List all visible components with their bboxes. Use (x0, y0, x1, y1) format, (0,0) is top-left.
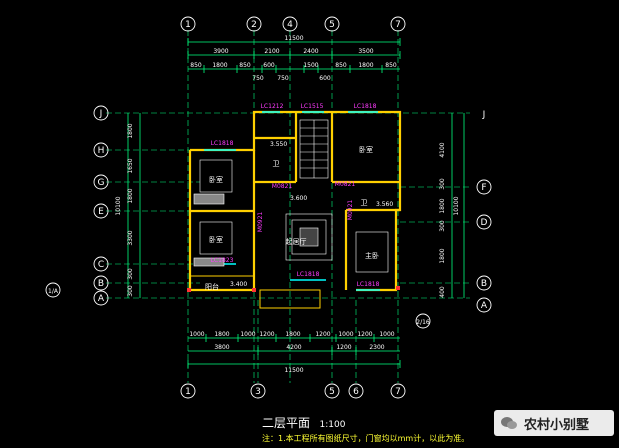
dim-bot-d8: 1200 (357, 331, 372, 338)
elev-4: 3.400 (230, 281, 247, 288)
room-balcony: 阳台 (205, 282, 219, 291)
dim-left-1: 1800 (127, 123, 134, 138)
axis-top-4: 4 (287, 20, 293, 30)
window-label-2: LC1212 (261, 103, 284, 110)
window-label-6: LC1818 (297, 271, 320, 278)
dim-top-mid-1: 3900 (213, 48, 228, 55)
drawing-title-text: 二层平面 (262, 416, 311, 430)
dim-bot-d5: 1800 (285, 331, 300, 338)
dim-top-d7: 1500 (303, 62, 318, 69)
dim-bot-d7: 1000 (338, 331, 353, 338)
axis-top-7: 7 (395, 20, 401, 30)
dim-top-d8: 600 (319, 75, 331, 82)
window-label-3: LC1515 (301, 103, 324, 110)
axis-left-g: G (98, 178, 105, 188)
axis-left-e: E (98, 207, 104, 217)
window-label-5: LC1823 (211, 257, 234, 264)
axis-bottom-6: 6 (353, 387, 359, 397)
room-bedroom-ne: 卧室 (359, 145, 373, 154)
watermark-text: 农村小别墅 (524, 417, 590, 433)
dim-top-total: 11500 (284, 35, 303, 42)
dim-bot-d6: 1200 (315, 331, 330, 338)
drawing-title: 二层平面 1:100 (262, 414, 345, 431)
dim-bot-mid-2: 4200 (286, 344, 301, 351)
axis-left-c: C (98, 260, 104, 270)
axis-half-bottom: 2/16 (416, 319, 430, 326)
dim-left-6: 300 (127, 285, 134, 297)
dim-top-mid-3: 2400 (303, 48, 318, 55)
elev-1: 3.550 (270, 141, 287, 148)
elev-2: 3.600 (290, 195, 307, 202)
axis-right-f: F (481, 183, 486, 193)
axis-bottom-5: 5 (329, 387, 335, 397)
dim-top-d5: 600 (263, 62, 275, 69)
door-label-2: M0921 (257, 212, 264, 233)
axis-right-d: D (481, 218, 488, 228)
window-label-7: LC1818 (357, 281, 380, 288)
drawing-note: 注：1.本工程所有图纸尺寸，门窗均以mm计，以此为准。 (262, 434, 470, 443)
room-master: 主卧 (365, 251, 379, 260)
door-label-4: M0821 (335, 181, 356, 188)
axis-half-left: 1/A (48, 288, 59, 295)
watermark-badge: 农村小别墅 (494, 410, 614, 436)
dim-top-d2: 1800 (212, 62, 227, 69)
dim-top-d10: 1800 (358, 62, 373, 69)
door-label-1: M0821 (272, 183, 293, 190)
room-living: 起居厅 (286, 238, 307, 246)
room-wc1: 卫 (273, 160, 280, 168)
dim-right-total: 10100 (453, 196, 460, 215)
axis-bottom-1: 1 (185, 387, 191, 397)
dim-right-5: 1800 (439, 248, 446, 263)
dim-right-6: 400 (439, 286, 446, 298)
room-bedroom-w: 卧室 (209, 235, 223, 244)
window-label-1: LC1818 (211, 140, 234, 147)
dim-bot-d9: 1000 (379, 331, 394, 338)
elev-3: 3.560 (376, 201, 393, 208)
dim-top-d3: 850 (239, 62, 251, 69)
window-label-4: LC1818 (354, 103, 377, 110)
dim-left-total: 10100 (115, 196, 122, 215)
room-wc2: 卫 (361, 199, 368, 207)
dim-left-3: 1800 (127, 188, 134, 203)
dim-bot-mid-4: 2300 (369, 344, 384, 351)
axis-top-1: 1 (185, 20, 191, 30)
drawing-scale: 1:100 (319, 420, 346, 430)
axis-left-b: B (98, 279, 104, 289)
axis-left-h: H (98, 146, 105, 156)
axis-bottom-3: 3 (255, 387, 261, 397)
dim-left-2: 1650 (127, 158, 134, 173)
dim-top-d4: 750 (252, 75, 264, 82)
axis-right-j: J (482, 110, 486, 120)
dim-left-4: 3300 (127, 230, 134, 245)
door-label-3: M0921 (347, 200, 354, 221)
axis-left-j: J (99, 109, 103, 119)
axis-bottom-7: 7 (395, 387, 401, 397)
dim-right-4: 300 (439, 220, 446, 232)
axis-right-b: B (481, 279, 487, 289)
dim-bot-d3: 1000 (240, 331, 255, 338)
axis-left-a: A (98, 294, 105, 304)
axis-top-5: 5 (329, 20, 335, 30)
dim-top-d1: 850 (190, 62, 202, 69)
dim-bot-d4: 1200 (259, 331, 274, 338)
dim-top-d6: 750 (277, 75, 289, 82)
dim-top-mid-2: 2100 (264, 48, 279, 55)
dim-bot-d2: 1800 (214, 331, 229, 338)
dim-bot-mid-3: 1200 (336, 344, 351, 351)
dim-top-mid-4: 3500 (358, 48, 373, 55)
dim-left-5: 300 (127, 268, 134, 280)
wechat-icon (501, 417, 517, 429)
dim-top-d11: 850 (385, 62, 397, 69)
dim-bot-mid-1: 3800 (214, 344, 229, 351)
room-bedroom-nw: 卧室 (209, 175, 223, 184)
axis-right-a: A (481, 301, 488, 311)
axis-top-2: 2 (251, 20, 257, 30)
dim-bot-total: 11500 (284, 367, 303, 374)
dim-right-2: 300 (439, 178, 446, 190)
dim-bot-d1: 1000 (189, 331, 204, 338)
dim-right-3: 1800 (439, 198, 446, 213)
dim-top-d9: 850 (335, 62, 347, 69)
dim-right-1: 4100 (439, 142, 446, 157)
